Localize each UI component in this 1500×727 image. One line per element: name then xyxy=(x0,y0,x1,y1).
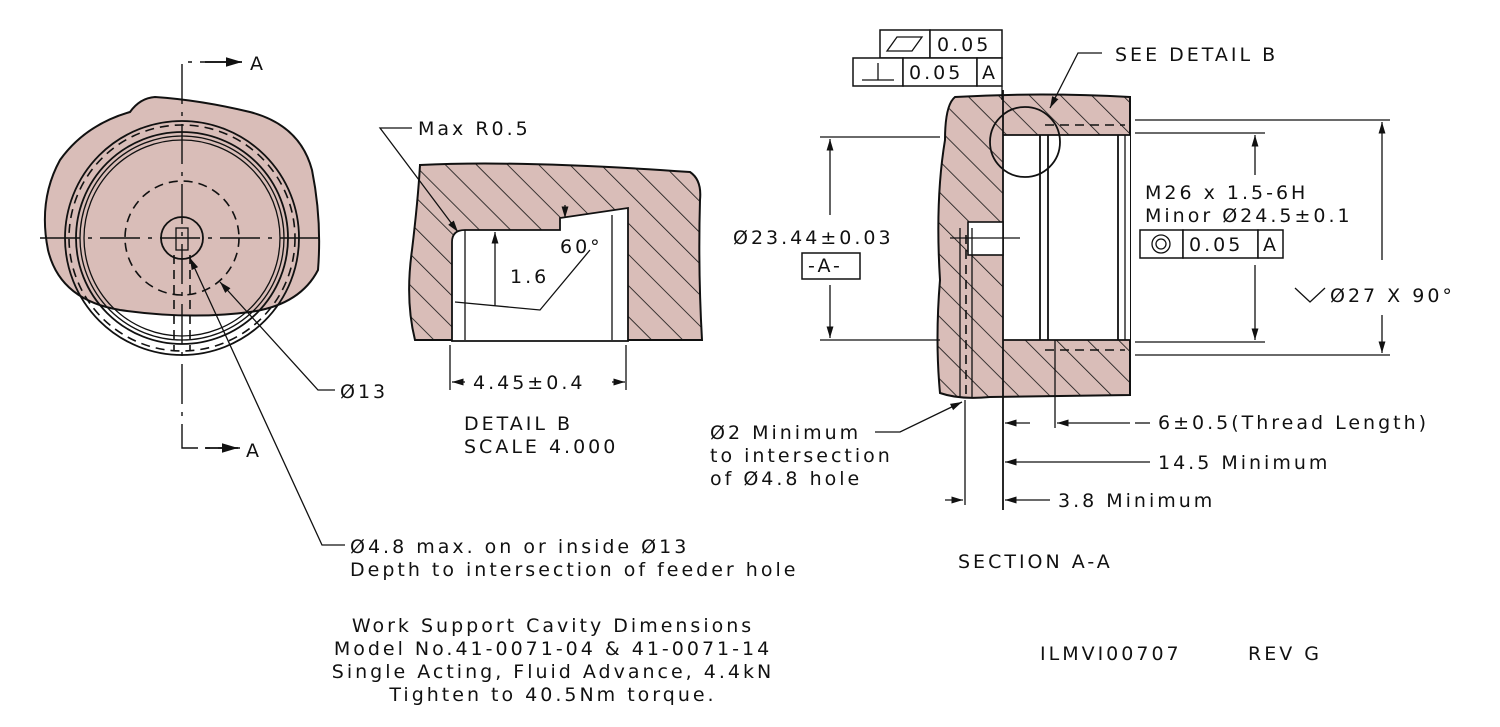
max-r-leader xyxy=(378,127,459,233)
revision: REV G xyxy=(1248,643,1322,665)
thread-spec: M26 x 1.5-6H xyxy=(1145,182,1308,204)
datum-a-box xyxy=(801,252,861,280)
countersink-icon xyxy=(1294,287,1326,303)
thread-length-dim: 6±0.5(Thread Length) xyxy=(1158,412,1429,434)
hole-note-line-2: Depth to intersection of feeder hole xyxy=(350,559,798,581)
feeder-note-leader xyxy=(875,401,963,433)
angle-label: 60° xyxy=(560,236,603,258)
detail-b-circle xyxy=(989,106,1061,178)
min-3-8-dim: 3.8 Minimum xyxy=(1058,490,1215,512)
hole-note-leader xyxy=(189,257,345,546)
title-block: Work Support Cavity Dimensions Model No.… xyxy=(332,615,774,706)
concentricity-value: 0.05 xyxy=(1189,234,1243,256)
concentricity-control-frame: 0.05 A xyxy=(1139,229,1284,259)
front-view: A A Ø13 xyxy=(40,53,388,546)
bore-diameter: Ø23.44±0.03 xyxy=(733,227,894,249)
perpendicularity-value: 0.05 xyxy=(909,62,963,84)
flatness-value: 0.05 xyxy=(937,34,991,56)
max-radius-label: Max R0.5 xyxy=(418,118,531,140)
flatness-control-frame: 0.05 xyxy=(879,29,1003,59)
title-line-4: Tighten to 40.5Nm torque. xyxy=(388,684,716,706)
see-detail-leader xyxy=(1049,52,1102,109)
flatness-icon xyxy=(885,36,924,52)
min-14-5-dim: 14.5 Minimum xyxy=(1158,452,1330,474)
dia13-label: Ø13 xyxy=(340,381,388,403)
concentricity-datum: A xyxy=(1263,234,1279,256)
feeder-note-line-1: Ø2 Minimum xyxy=(710,422,861,444)
section-mark-bottom: A xyxy=(246,440,262,462)
title-line-3: Single Acting, Fluid Advance, 4.4kN xyxy=(332,661,774,683)
section-mark-top: A xyxy=(250,53,266,75)
concentricity-icon xyxy=(1151,234,1171,254)
section-view: 0.05 0.05 A SEE DETAIL B Ø23.44±0.03 -A-… xyxy=(710,29,1455,573)
title-line-1: Work Support Cavity Dimensions xyxy=(352,615,754,637)
hole-note-line-1: Ø4.8 max. on or inside Ø13 xyxy=(350,536,689,558)
section-title: SECTION A-A xyxy=(958,551,1113,573)
drawing-number: ILMVI00707 xyxy=(1040,643,1182,665)
roughness-value: 1.6 xyxy=(510,266,549,288)
see-detail-label: SEE DETAIL B xyxy=(1115,44,1278,66)
feeder-note-line-3: of Ø4.8 hole xyxy=(710,468,862,490)
width-dimension: 4.45±0.4 xyxy=(473,372,585,394)
feeder-note-line-2: to intersection xyxy=(710,445,893,467)
detail-b-scale: SCALE 4.000 xyxy=(464,436,618,458)
datum-a-label: -A- xyxy=(808,255,843,277)
dia13-leader xyxy=(219,281,335,391)
countersink-spec: Ø27 X 90° xyxy=(1330,285,1455,307)
perpendicularity-control-frame: 0.05 A xyxy=(852,57,1003,87)
detail-b-title: DETAIL B xyxy=(464,413,573,435)
perpendicularity-datum: A xyxy=(982,62,998,84)
title-line-2: Model No.41-0071-04 & 41-0071-14 xyxy=(334,638,772,660)
thread-minor-dia: Minor Ø24.5±0.1 xyxy=(1145,205,1353,227)
roughness-symbol xyxy=(454,249,591,311)
perpendicularity-icon xyxy=(862,63,894,81)
detail-b-view: Max R0.5 1.6 60° 4.45±0.4 DETAIL B SCALE… xyxy=(378,118,704,458)
